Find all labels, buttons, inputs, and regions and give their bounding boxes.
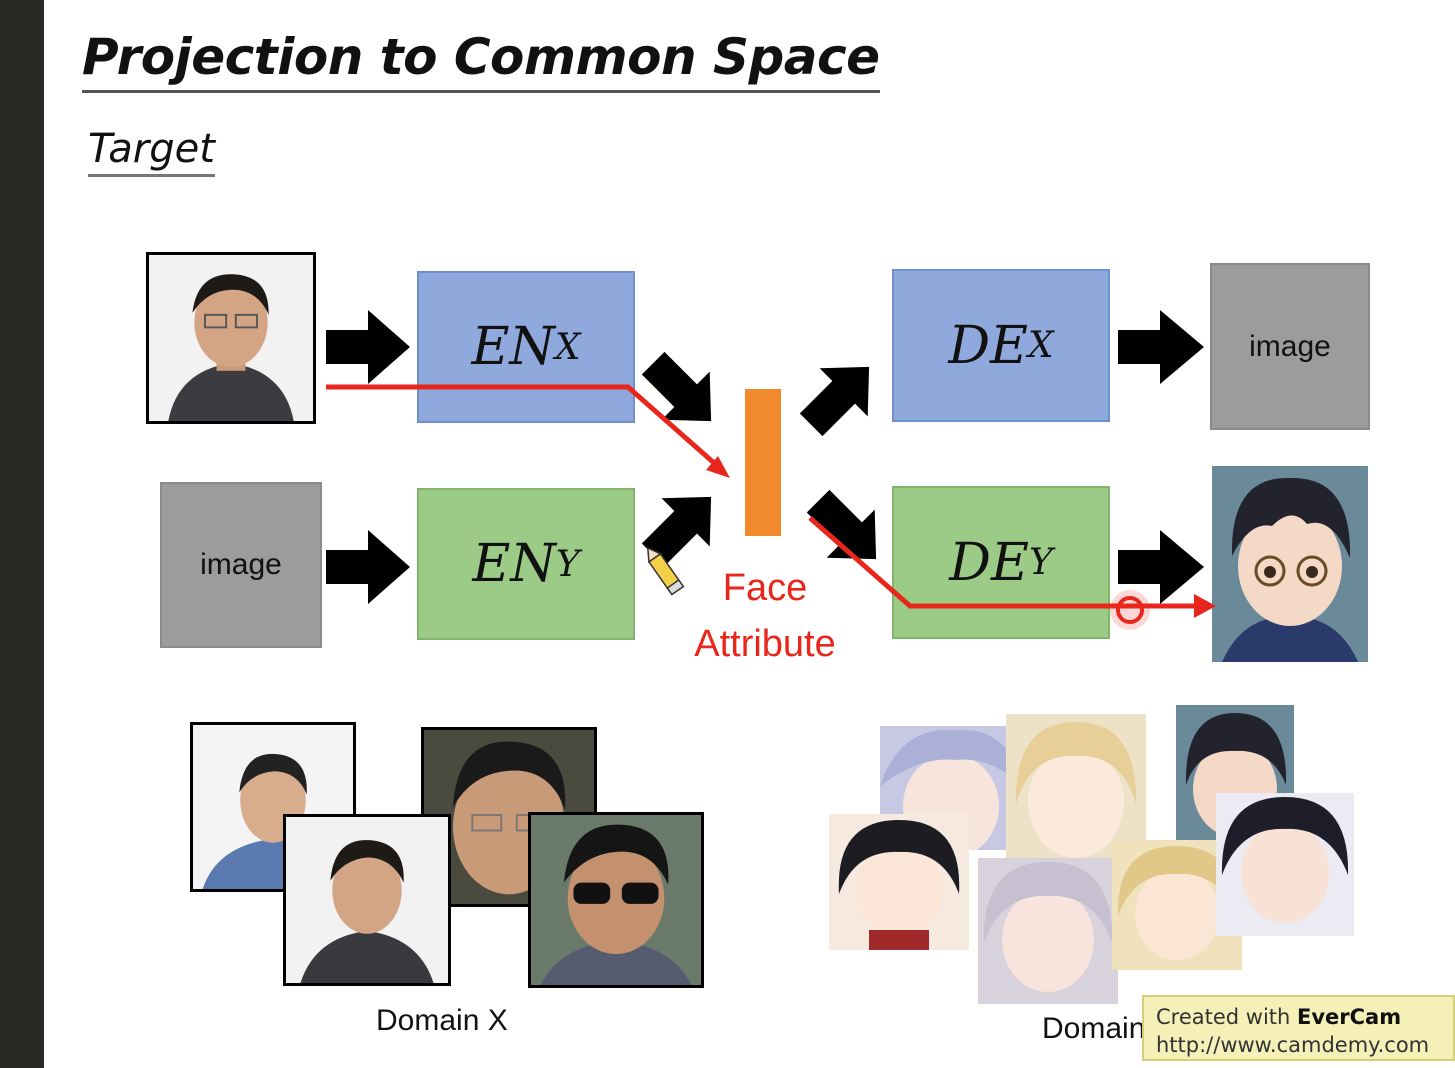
face-attribute-line1: Face xyxy=(722,567,808,609)
encoder-y-sub: Y xyxy=(555,543,580,585)
domain-y-anime-7 xyxy=(1216,793,1354,936)
arrow-input-x-to-encoder xyxy=(326,310,410,384)
left-sidebar-bar xyxy=(0,0,44,1068)
watermark-line2: http://www.camdemy.com xyxy=(1156,1033,1430,1057)
output-x-image-placeholder: image xyxy=(1210,263,1370,430)
decoder-y-sub: Y xyxy=(1028,542,1053,583)
anime-face-icon xyxy=(1212,466,1368,662)
domain-x-photo-3 xyxy=(283,814,451,986)
arrow-encoder-x-to-latent xyxy=(641,351,712,422)
domain-x-caption: Domain X xyxy=(376,1004,508,1037)
red-arrowhead-latent xyxy=(706,456,730,478)
arrow-input-y-to-encoder xyxy=(326,530,410,604)
face-attribute-label: Face Attribute xyxy=(660,560,870,672)
input-face-photo xyxy=(146,252,316,424)
cursor-indicator xyxy=(1116,596,1144,624)
domain-x-photo-1 xyxy=(190,722,356,892)
domain-y-anime-5 xyxy=(978,858,1118,1004)
watermark-line1: Created with EverCam xyxy=(1156,1005,1402,1029)
decoder-x-main: DE xyxy=(948,315,1028,376)
person-photo-icon xyxy=(149,255,313,421)
slide-title: Projection to Common Space xyxy=(82,28,880,93)
evercam-watermark: Created with EverCam http://www.camdemy.… xyxy=(1142,995,1455,1061)
arrow-latent-to-decoder-x xyxy=(799,366,870,437)
domain-y-anime-4 xyxy=(829,814,969,950)
encoder-y-main: EN xyxy=(472,534,556,594)
encoder-x-main: EN xyxy=(471,317,555,377)
arrow-decoder-y-to-output xyxy=(1118,530,1204,604)
encoder-x-sub: X xyxy=(554,326,581,368)
slide-subtitle: Target xyxy=(88,126,215,177)
face-attribute-line2: Attribute xyxy=(694,623,836,665)
arrow-decoder-x-to-output xyxy=(1118,310,1204,384)
output-anime-face xyxy=(1212,466,1368,662)
decoder-y-main: DE xyxy=(949,532,1029,593)
decoder-x-sub: X xyxy=(1028,325,1054,366)
input-y-image-placeholder: image xyxy=(160,482,322,648)
domain-x-photo-4 xyxy=(528,812,704,988)
latent-code-bar xyxy=(745,389,781,536)
